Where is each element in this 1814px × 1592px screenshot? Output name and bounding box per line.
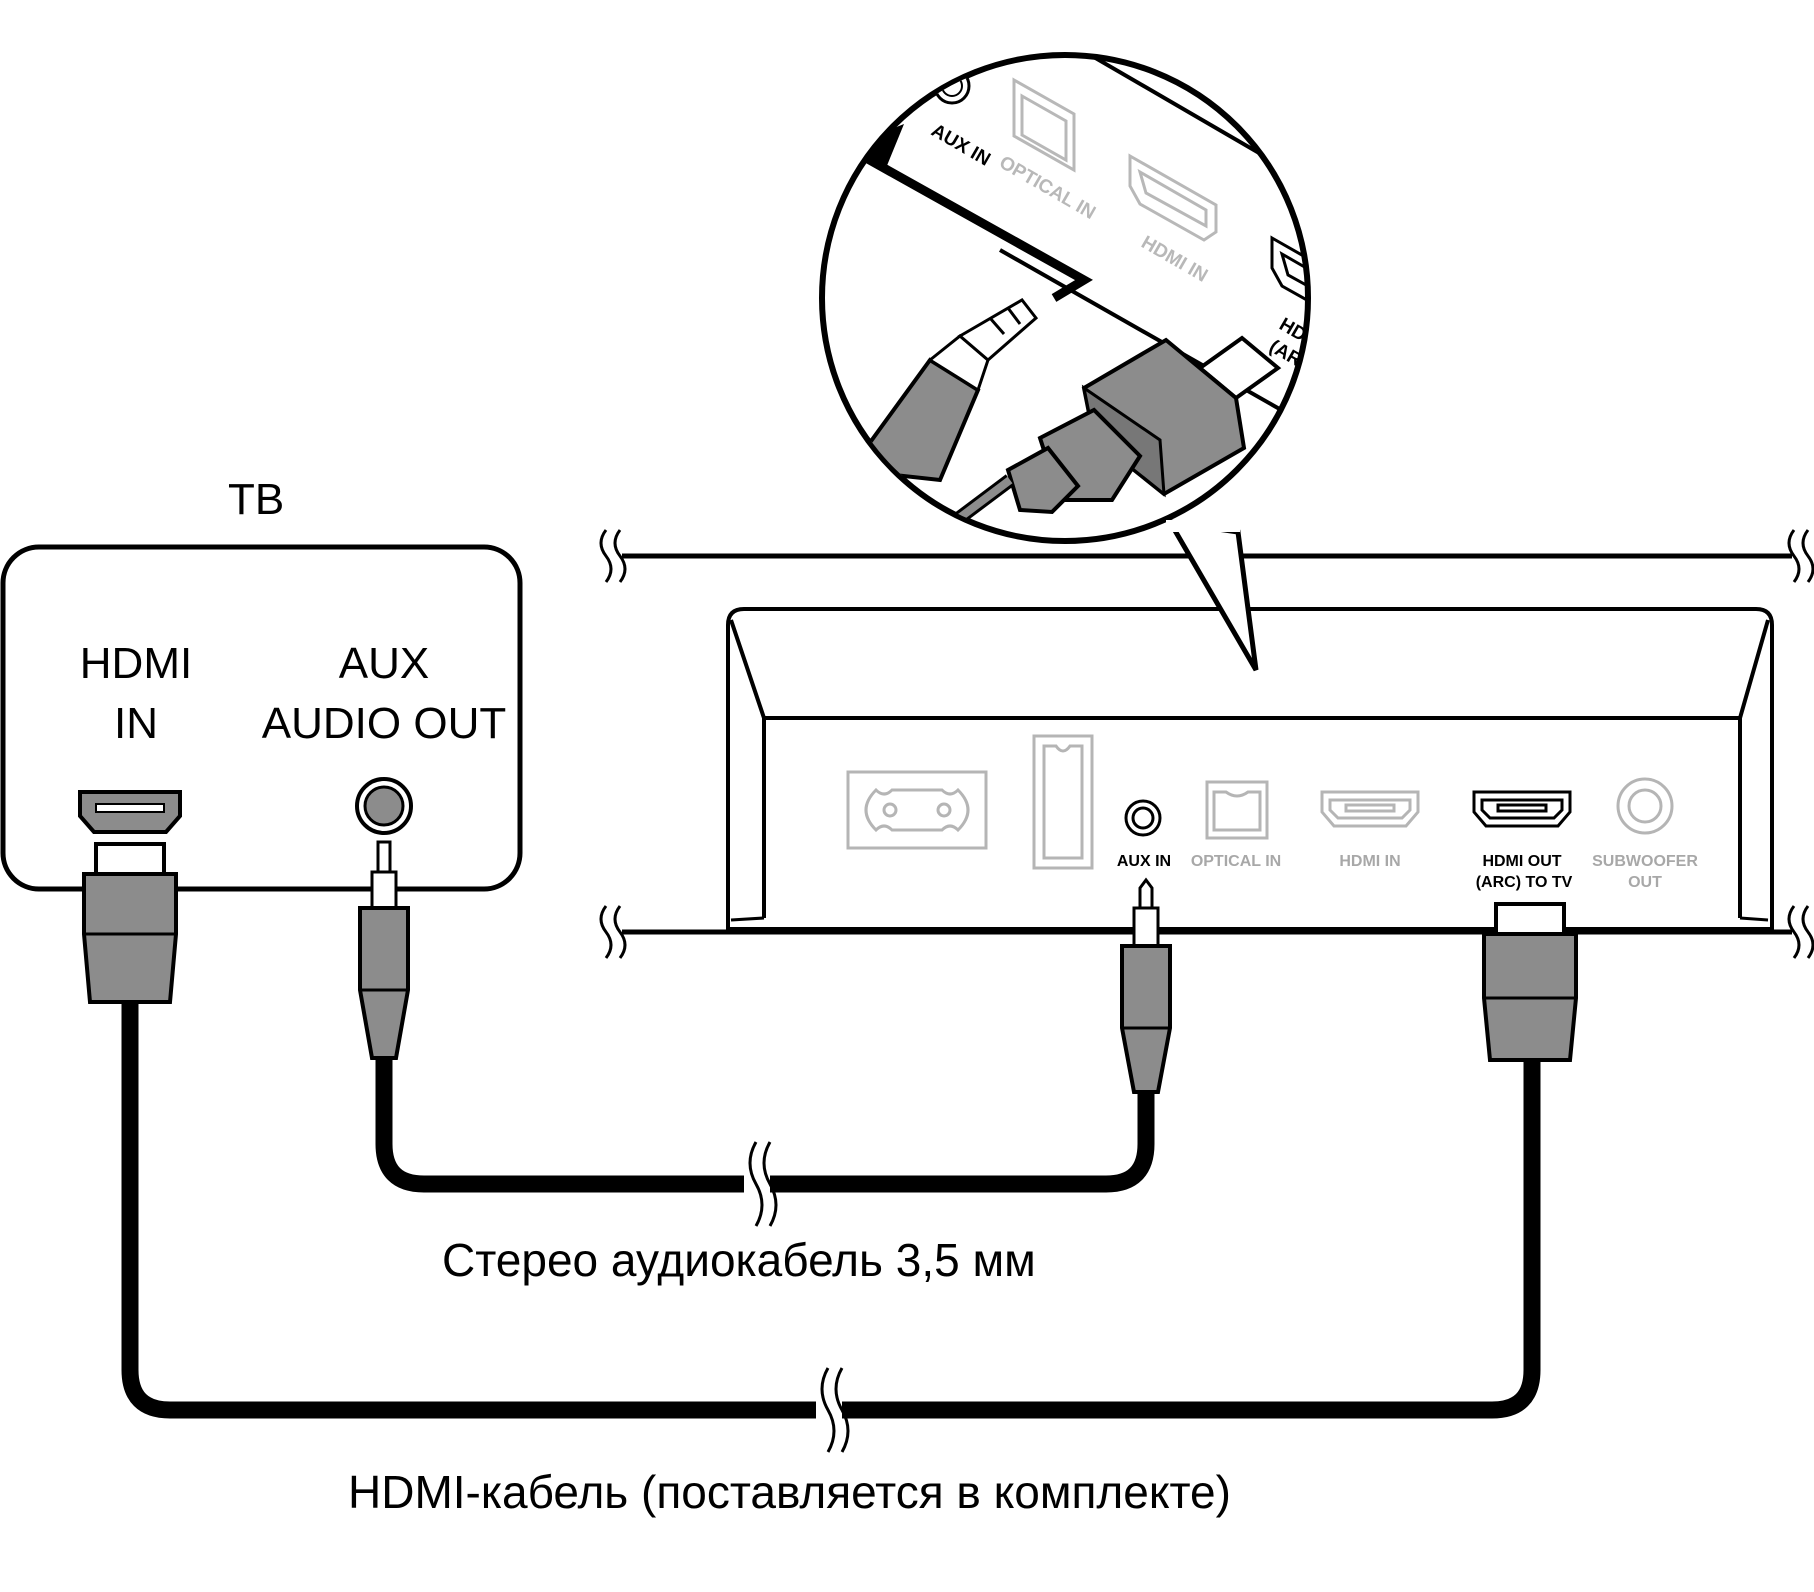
shelf-break-right: [1787, 529, 1814, 959]
tv-hdmi-plug: [82, 842, 178, 1004]
hdmi-out-port-icon: [1472, 790, 1572, 828]
optical-in-port-icon: [1205, 780, 1269, 840]
soundbar-ports: AUX IN OPTICAL IN HDMI IN HDMI OUT (ARC)…: [846, 734, 1698, 891]
subwoofer-out-label-2: OUT: [1628, 874, 1662, 891]
tv-hdmi-label-2: IN: [114, 699, 158, 748]
tv-unit: ТВ HDMI IN AUX AUDIO OUT: [0, 475, 523, 892]
zoom-hdmi-in-port-icon: [1128, 153, 1218, 242]
tv-audio-plug: [358, 840, 410, 1060]
zoom-optical-in-port-icon: [1012, 77, 1076, 173]
soundbar-body: [726, 607, 1774, 931]
hdmi-in-label: HDMI IN: [1339, 853, 1400, 870]
soundbar-unit: [599, 529, 1814, 959]
power-inlet-icon: [846, 770, 988, 850]
optical-in-label: OPTICAL IN: [1191, 853, 1281, 870]
audio-cable-break-mark: [744, 1141, 778, 1227]
hdmi-cable-caption: HDMI-кабель (поставляется в комплекте): [348, 1466, 1231, 1518]
shelf-break-left: [599, 529, 627, 959]
subwoofer-out-port-icon: [1616, 777, 1674, 835]
tv-title: ТВ: [228, 475, 284, 524]
aux-in-label: AUX IN: [1117, 853, 1171, 870]
zoom-callout: AUX IN OPTICAL IN HDMI IN HDMI OUT (ARC)…: [819, 52, 1311, 672]
tv-aux-label-1: AUX: [339, 639, 429, 688]
hdmi-out-label-2: (ARC) TO TV: [1476, 874, 1573, 891]
hdmi-cable: [121, 991, 1541, 1419]
hdmi-out-label-1: HDMI OUT: [1482, 853, 1561, 870]
tv-aux-label-2: AUDIO OUT: [262, 699, 506, 748]
aux-in-port-icon: [1124, 799, 1162, 837]
audio-cable-caption: Стерео аудиокабель 3,5 мм: [442, 1234, 1036, 1286]
tv-aux-port-icon: [355, 777, 413, 835]
hdmi-cable-break-mark: [816, 1367, 850, 1453]
zoom-hdmi-out-port-icon: [1270, 235, 1306, 324]
zoom-audio-plug: [846, 298, 1039, 483]
soundbar-hdmi-plug: [1482, 902, 1578, 1062]
tv-hdmi-label-1: HDMI: [80, 639, 192, 688]
subwoofer-out-label-1: SUBWOOFER: [1592, 853, 1698, 870]
hdmi-in-port-icon: [1320, 790, 1420, 828]
tv-hdmi-port-icon: [78, 790, 182, 834]
soundbar-audio-plug: [1120, 877, 1172, 1094]
service-slot-icon: [1032, 734, 1094, 870]
